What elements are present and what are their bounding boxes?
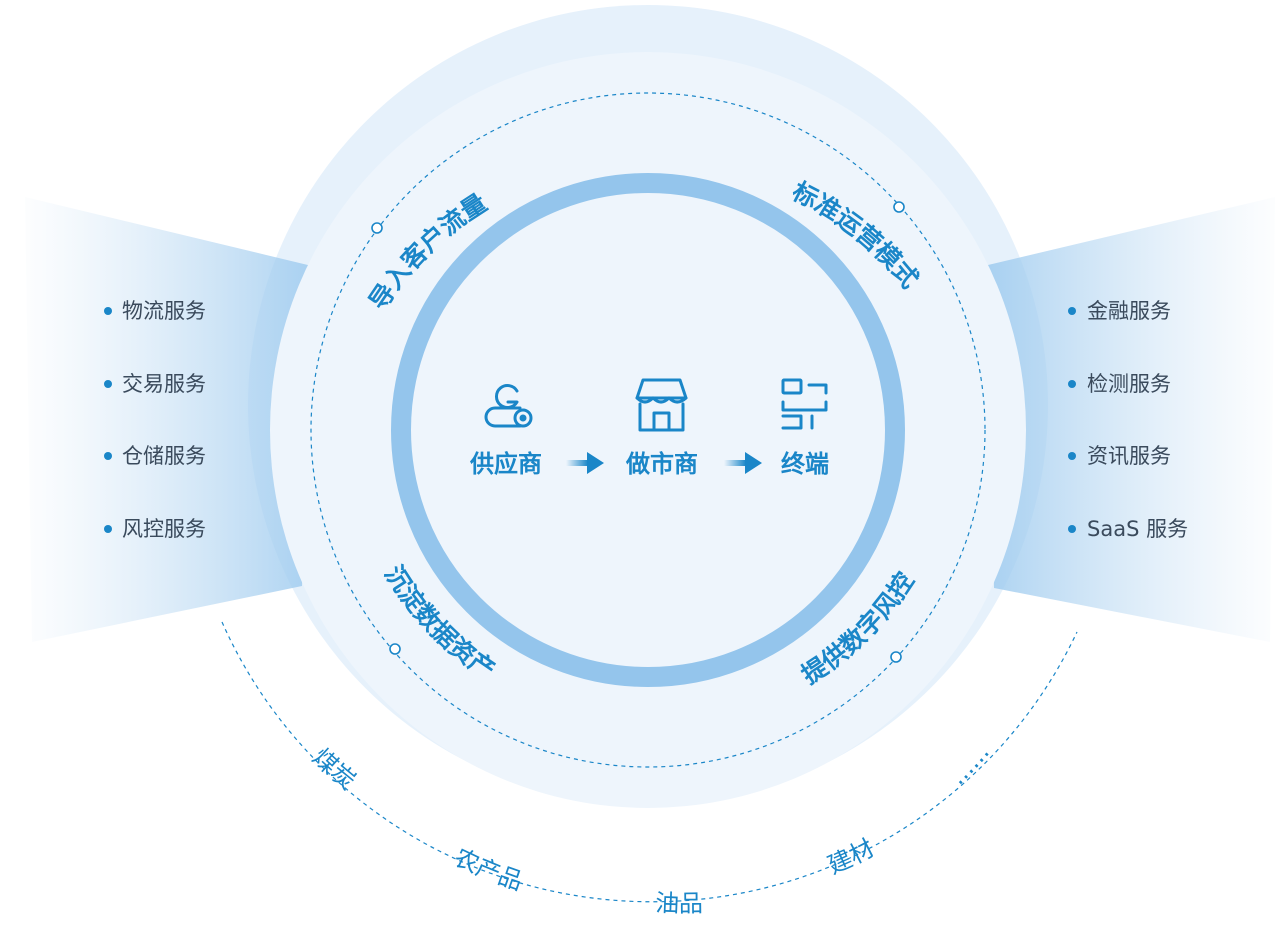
right-service-item: 检测服务 [1087,372,1171,396]
right-service-item: 资讯服务 [1087,444,1171,468]
industry-label: 建材 [824,834,879,880]
industry-label: ...... [944,738,995,790]
dashed-ring [310,92,986,768]
storefront-icon [635,378,688,432]
supplier-icon [484,384,533,428]
bullet-icon [1068,525,1076,533]
bullet-icon [1068,307,1076,315]
bullet-icon [1068,452,1076,460]
terminal-icon [781,378,828,430]
left-service-item: 交易服务 [122,372,206,396]
left-service-list: 物流服务 交易服务 仓储服务 风控服务 [104,299,206,541]
ring-marker [371,222,383,234]
left-service-item: 物流服务 [122,299,206,323]
ring-marker [890,651,902,663]
ring-marker [893,201,905,213]
bullet-icon [104,307,112,315]
bullet-icon [104,452,112,460]
flow-arrow-icon [724,452,762,474]
right-service-list: 金融服务 检测服务 资讯服务 SaaS 服务 [1068,299,1188,541]
flow-node-label: 做市商 [625,450,698,478]
industry-label: 农产品 [450,843,526,896]
flow-node-label: 终端 [781,450,829,478]
right-service-item: SaaS 服务 [1087,517,1188,541]
right-service-item: 金融服务 [1087,299,1171,323]
bullet-icon [104,380,112,388]
bullet-icon [1068,380,1076,388]
flow-node-label: 供应商 [469,450,542,478]
left-service-item: 风控服务 [122,517,206,541]
left-service-item: 仓储服务 [122,444,206,468]
flow-arrow-icon [566,452,604,474]
bullet-icon [104,525,112,533]
ring-marker [389,643,401,655]
industry-label: 油品 [655,889,703,918]
right-service-panel [988,197,1275,642]
industry-arc [221,621,1078,903]
industry-label: 煤炭 [307,743,361,795]
left-service-panel [25,197,312,642]
